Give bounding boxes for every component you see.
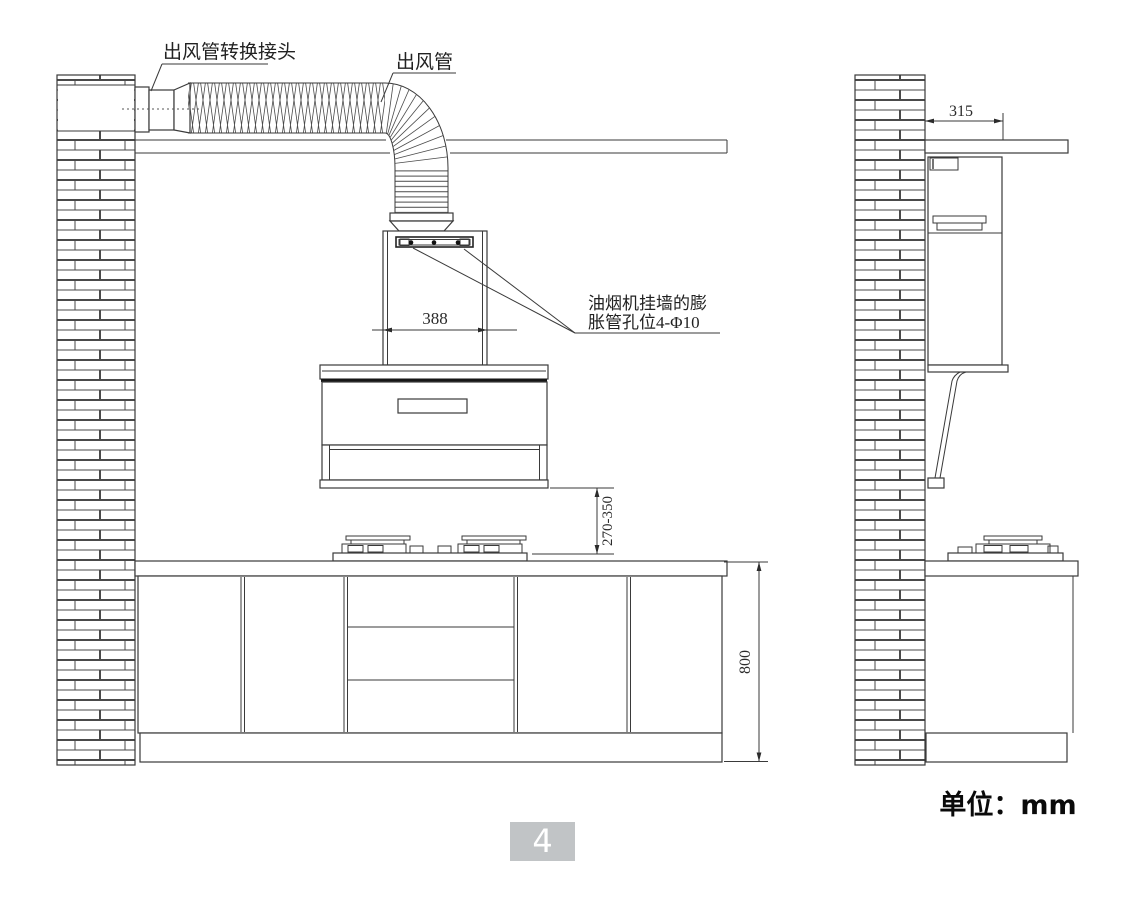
dimension-hood-width: 388 [372,309,517,333]
dim-800: 800 [737,650,754,674]
base-cabinet-front [134,560,728,763]
shelf-side [924,139,1069,154]
unit-note: 单位：mm [939,789,1076,821]
page-number: 4 [532,822,552,860]
cabinet-dividers [240,577,631,732]
side-view: 315 [854,74,1079,766]
dim-315: 315 [949,103,973,120]
dimension-hood-depth: 315 [925,103,1004,140]
kick-plate-side [925,732,1068,763]
wall-duct-opening [58,85,134,131]
flexible-duct [188,82,455,232]
base-cabinet-side [924,560,1079,763]
duct-elbow [384,82,449,169]
duct-transition [388,220,455,232]
mounting-holes-label-line2: 胀管孔位4-Φ10 [588,313,700,332]
duct-adapter-label: 出风管转换接头 [163,41,296,63]
countertop [134,560,728,577]
duct-adapter [122,82,200,134]
cooktop-side [947,535,1064,562]
mounting-hole [455,240,461,245]
dimension-cabinet-height: 800 [724,561,768,762]
label-duct: 出风管 [380,51,456,103]
mounting-hole [431,240,437,245]
page-number-badge: 4 [510,822,575,861]
kick-plate [139,732,723,763]
wall-column-left [56,74,136,766]
label-mounting-holes: 油烟机挂墙的膨 胀管孔位4-Φ10 [412,247,720,334]
leader-line [380,72,394,103]
dim-388: 388 [422,309,448,328]
hood-display-panel [397,398,468,414]
mounting-bracket [395,236,474,248]
front-view: 388 270-350 800 出风管转换接头 出风管 [56,41,768,766]
hood-side [927,156,1009,489]
label-duct-adapter: 出风管转换接头 [150,41,296,92]
drawer-lines [347,626,514,681]
mounting-holes-label-line1: 油烟机挂墙的膨 [588,294,707,313]
leader-line [463,248,576,334]
leader-line [412,247,576,334]
shelf-line [135,139,728,154]
hood-slant-foot [927,477,945,489]
dim-270-350: 270-350 [600,496,616,546]
mounting-hole [408,240,414,245]
dimension-hood-to-cooktop: 270-350 [532,487,616,555]
hood-duct-outlet-side [929,157,959,171]
page-badge-bg [510,822,575,861]
leader-line [150,63,163,92]
duct-label: 出风管 [396,51,453,73]
duct-collar [389,212,454,222]
hood-body [319,364,549,489]
hood-slant-panel [939,371,967,479]
wall-column-right [854,74,926,766]
hood-chimney [382,230,488,366]
countertop-side [924,560,1079,577]
cooktop-front [332,535,528,562]
hood-base [319,479,549,489]
